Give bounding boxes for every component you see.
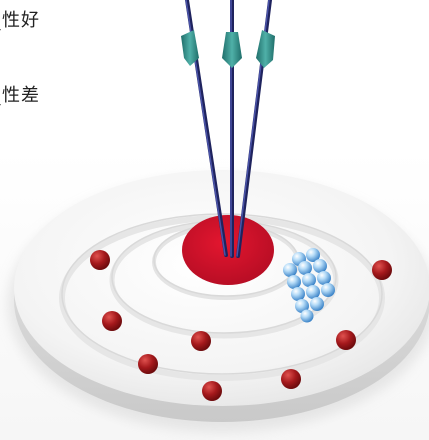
- scatter-dot: [138, 354, 158, 374]
- scatter-dot: [372, 260, 392, 280]
- scatter-dot: [102, 311, 122, 331]
- target-face: [14, 170, 429, 406]
- scatter-dot: [281, 369, 301, 389]
- scatter-dot: [191, 331, 211, 351]
- bullseye: [182, 215, 274, 285]
- scatter-dot: [202, 381, 222, 401]
- scatter-dot: [336, 330, 356, 350]
- scatter-dot: [90, 250, 110, 270]
